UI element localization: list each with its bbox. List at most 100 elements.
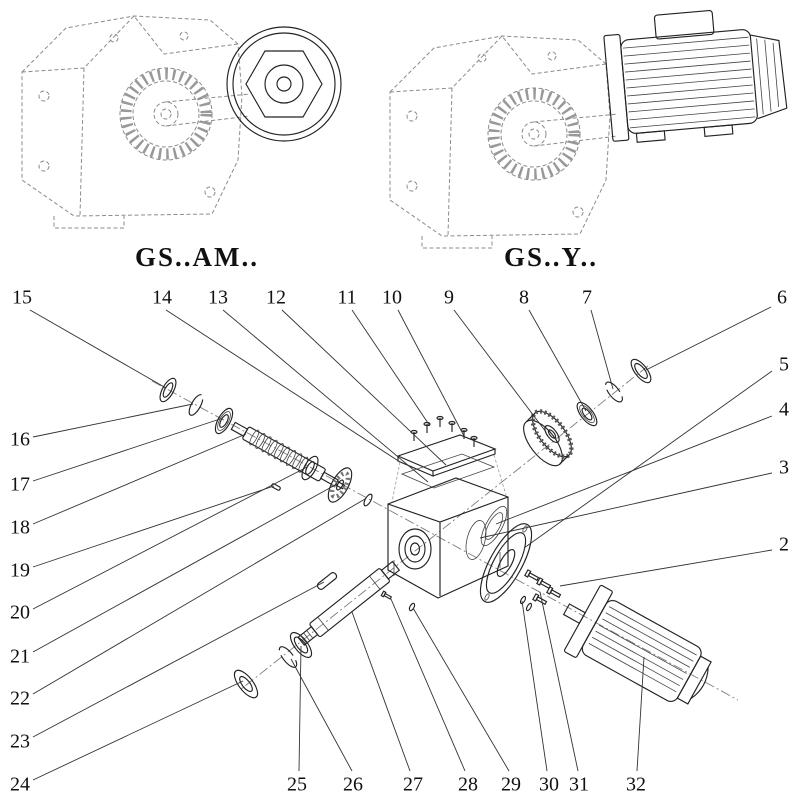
output-axis-centerline xyxy=(239,365,649,691)
exploded-view: 1514131211109876543216171819202122232425… xyxy=(10,287,789,796)
callout-number-3: 3 xyxy=(779,457,789,479)
callout-number-2: 2 xyxy=(779,534,789,556)
callout-number-29: 29 xyxy=(501,774,521,796)
callout-number-11: 11 xyxy=(337,287,356,309)
part-retaining-ring-16 xyxy=(188,394,204,416)
callout-number-31: 31 xyxy=(569,774,589,796)
leader-line-10 xyxy=(397,309,465,437)
callout-number-9: 9 xyxy=(444,287,454,309)
callout-number-20: 20 xyxy=(10,602,30,624)
leader-line-5 xyxy=(523,370,773,549)
leader-line-29 xyxy=(412,607,510,772)
motor-illustration xyxy=(603,9,788,143)
leader-line-20 xyxy=(32,466,308,610)
part-bearing-25 xyxy=(289,631,313,659)
part-retaining-ring-7 xyxy=(605,381,623,403)
callout-number-17: 17 xyxy=(10,474,30,496)
callout-number-13: 13 xyxy=(208,287,228,309)
part-bore-gasket xyxy=(480,505,508,547)
leader-line-3 xyxy=(479,472,773,539)
leader-line-32 xyxy=(636,656,645,772)
hidden-edge-lines xyxy=(391,454,507,503)
worm-axis-centerline xyxy=(151,380,739,701)
callout-number-26: 26 xyxy=(343,774,363,796)
leader-line-28 xyxy=(390,598,466,772)
output-flange-illustration xyxy=(226,26,342,142)
callout-number-12: 12 xyxy=(266,287,286,309)
callout-number-5: 5 xyxy=(779,354,789,376)
leader-line-16 xyxy=(32,403,194,438)
leader-line-9 xyxy=(453,309,547,433)
gearbox-ghost-body xyxy=(390,36,618,248)
leader-line-14 xyxy=(165,309,401,463)
callout-number-21: 21 xyxy=(10,646,30,668)
callout-number-27: 27 xyxy=(403,774,423,796)
part-worm-wheel-9 xyxy=(523,409,574,467)
part-housing xyxy=(387,477,509,599)
callout-number-18: 18 xyxy=(10,517,30,539)
leader-line-15 xyxy=(29,309,167,389)
part-ring-22 xyxy=(363,493,373,507)
leader-line-8 xyxy=(528,309,587,412)
part-cover-screws xyxy=(410,415,478,447)
leader-line-4 xyxy=(495,415,773,525)
callout-number-28: 28 xyxy=(458,774,478,796)
part-key-23 xyxy=(316,572,338,590)
leader-line-17 xyxy=(32,418,221,482)
part-bearing-17 xyxy=(214,407,234,435)
part-cover-plate xyxy=(396,434,497,477)
illustration-gearbox-with-flange xyxy=(22,16,342,228)
leader-line-24 xyxy=(32,680,244,781)
leader-line-30 xyxy=(521,600,548,772)
part-output-shaft-27 xyxy=(297,560,401,646)
callout-number-19: 19 xyxy=(10,560,30,582)
callout-number-24: 24 xyxy=(10,774,30,796)
leader-line-13 xyxy=(222,309,429,483)
callout-number-15: 15 xyxy=(12,287,32,309)
leader-line-27 xyxy=(351,611,411,772)
gearbox-ghost-body xyxy=(22,16,250,228)
part-oil-seal-6 xyxy=(630,358,652,384)
callout-number-14: 14 xyxy=(152,287,172,309)
part-worm-shaft-18 xyxy=(230,421,346,490)
part-flange-cover xyxy=(479,523,533,603)
part-washer-24 xyxy=(233,669,259,699)
leader-line-26 xyxy=(290,658,353,772)
callout-number-32: 32 xyxy=(626,774,646,796)
illustration-gearbox-with-motor xyxy=(390,9,788,248)
part-shim-disc-21 xyxy=(327,467,353,503)
leader-line-12 xyxy=(281,309,447,466)
leader-line-7 xyxy=(590,309,614,390)
leader-line-2 xyxy=(559,549,773,587)
callout-number-16: 16 xyxy=(10,429,30,451)
callout-number-4: 4 xyxy=(779,399,789,421)
part-bearing-20 xyxy=(301,455,319,481)
leader-line-25 xyxy=(298,645,302,772)
callout-number-10: 10 xyxy=(382,287,402,309)
callout-number-25: 25 xyxy=(287,774,307,796)
callout-number-8: 8 xyxy=(519,287,529,309)
leader-line-31 xyxy=(539,591,579,772)
variant-label-gs-am: GS..AM.. xyxy=(135,242,259,272)
leader-line-19 xyxy=(32,485,275,568)
callout-number-23: 23 xyxy=(10,731,30,753)
part-motor-32 xyxy=(562,584,712,705)
part-motor-bolts xyxy=(519,569,562,612)
part-oil-seal-15 xyxy=(159,377,177,403)
callout-number-22: 22 xyxy=(10,688,30,710)
leader-line-6 xyxy=(645,306,772,371)
variant-label-gs-y: GS..Y.. xyxy=(504,242,598,272)
part-screw-28 xyxy=(380,590,393,600)
leader-line-21 xyxy=(32,483,338,653)
leader-line-18 xyxy=(32,433,247,525)
part-retaining-ring-26 xyxy=(278,646,298,668)
part-washer-29 xyxy=(408,602,416,612)
leader-line-11 xyxy=(351,309,431,427)
callout-number-30: 30 xyxy=(539,774,559,796)
leader-line-23 xyxy=(32,581,325,738)
leader-line-22 xyxy=(32,498,366,695)
part-bearing-8 xyxy=(576,401,598,427)
